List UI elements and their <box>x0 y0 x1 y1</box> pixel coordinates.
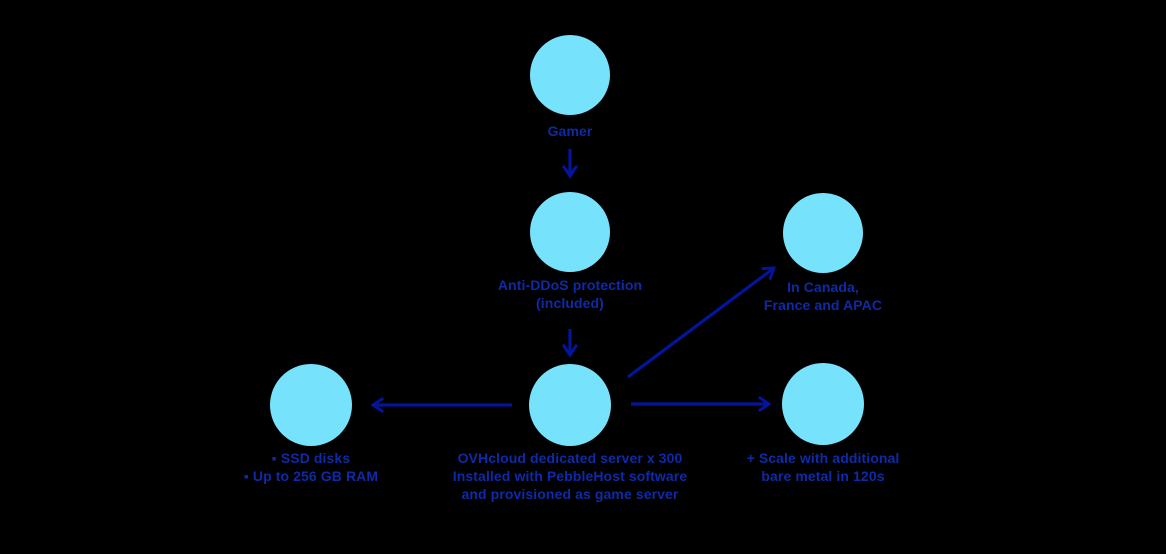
gamer-label-line: Gamer <box>547 123 593 139</box>
regions-node-label: In Canada, France and APAC <box>673 278 973 314</box>
regions-label-line-1: In Canada, <box>787 279 859 295</box>
antiddos-label-line-1: Anti-DDoS protection <box>497 277 643 293</box>
regions-label-line-2: France and APAC <box>763 297 883 313</box>
arrow-server-to-regions <box>627 266 777 379</box>
gamer-node-label: Gamer <box>420 122 720 140</box>
server-node-circle <box>529 364 611 446</box>
server-label-line-1: OVHcloud dedicated server x 300 <box>457 450 683 466</box>
server-label-line-3: and provisioned as game server <box>461 486 679 502</box>
specs-label-line-1: ▪ SSD disks <box>271 450 351 466</box>
scale-node-label: + Scale with additional bare metal in 12… <box>673 449 973 485</box>
specs-label-line-2: ▪ Up to 256 GB RAM <box>243 468 379 484</box>
scale-label-line-2: bare metal in 120s <box>761 468 885 484</box>
server-label-line-2: Installed with PebbleHost software <box>452 468 688 484</box>
specs-node-circle <box>270 364 352 446</box>
specs-node-label: ▪ SSD disks ▪ Up to 256 GB RAM <box>161 449 461 485</box>
antiddos-label-line-2: (included) <box>536 295 604 311</box>
antiddos-node-label: Anti-DDoS protection (included) <box>420 276 720 312</box>
scale-label-line-1: + Scale with additional <box>746 450 900 466</box>
regions-node-circle <box>783 193 863 273</box>
server-node-label: OVHcloud dedicated server x 300 Installe… <box>420 449 720 503</box>
scale-node-circle <box>782 363 864 445</box>
antiddos-node-circle <box>530 192 610 272</box>
gamer-node-circle <box>530 35 610 115</box>
